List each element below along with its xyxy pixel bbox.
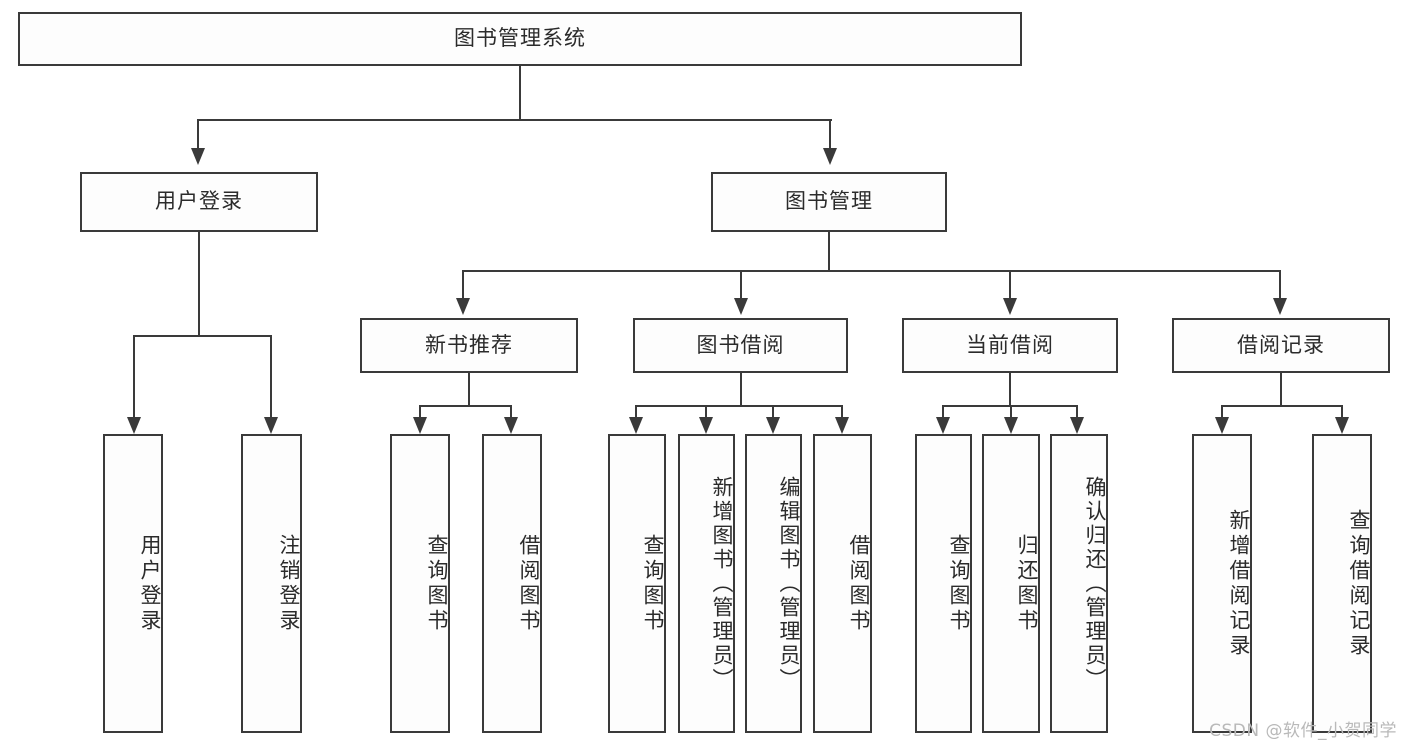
arrow-bb-to-leaf-1 bbox=[699, 417, 713, 434]
node-label: 借阅记录 bbox=[1237, 332, 1325, 357]
edge-root-to-book-management bbox=[829, 119, 831, 149]
node-label: 新增图书（管理员） bbox=[710, 475, 734, 692]
edge-borrow-record-stem bbox=[1280, 373, 1282, 406]
edge-cb-to-leaf-0 bbox=[942, 405, 944, 418]
leaf-book-borrow-edit-book-admin[interactable]: 编辑图书（管理员） bbox=[745, 434, 802, 733]
node-label: 查询图书 bbox=[947, 533, 971, 634]
edge-new-book-bus bbox=[419, 405, 512, 407]
edge-root-bus bbox=[197, 119, 832, 121]
node-book-borrow[interactable]: 图书借阅 bbox=[633, 318, 848, 373]
edge-new-book-stem bbox=[468, 373, 470, 406]
node-label: 归还图书 bbox=[1015, 533, 1039, 634]
arrow-new-book-to-leaf-0 bbox=[413, 417, 427, 434]
node-label: 编辑图书（管理员） bbox=[777, 475, 801, 692]
leaf-book-borrow-add-book-admin[interactable]: 新增图书（管理员） bbox=[678, 434, 735, 733]
edge-current-borrow-stem bbox=[1009, 373, 1011, 406]
node-book-management[interactable]: 图书管理 bbox=[711, 172, 947, 232]
leaf-user-login-login[interactable]: 用户登录 bbox=[103, 434, 163, 733]
edge-user-login-to-leaf-1 bbox=[270, 335, 272, 418]
arrow-bm-to-book-borrow bbox=[734, 298, 748, 315]
arrow-root-to-book-management bbox=[823, 148, 837, 165]
node-label: 图书管理系统 bbox=[454, 26, 586, 51]
arrow-br-to-leaf-1 bbox=[1335, 417, 1349, 434]
arrow-br-to-leaf-0 bbox=[1215, 417, 1229, 434]
leaf-borrow-record-query-record[interactable]: 查询借阅记录 bbox=[1312, 434, 1372, 733]
node-label: 查询借阅记录 bbox=[1347, 508, 1371, 659]
node-label: 用户登录 bbox=[138, 533, 162, 634]
edge-book-borrow-stem bbox=[740, 373, 742, 406]
arrow-user-login-to-leaf-1 bbox=[264, 417, 278, 434]
node-new-book-recommend[interactable]: 新书推荐 bbox=[360, 318, 578, 373]
node-label: 当前借阅 bbox=[966, 332, 1054, 357]
leaf-new-book-query-book[interactable]: 查询图书 bbox=[390, 434, 450, 733]
edge-new-book-to-leaf-0 bbox=[419, 405, 421, 418]
edge-root-stem bbox=[519, 66, 521, 120]
edge-bm-to-borrow-record bbox=[1279, 270, 1281, 299]
node-borrow-record[interactable]: 借阅记录 bbox=[1172, 318, 1390, 373]
leaf-borrow-record-add-record[interactable]: 新增借阅记录 bbox=[1192, 434, 1252, 733]
edge-user-login-bus bbox=[133, 335, 272, 337]
node-label: 用户登录 bbox=[155, 189, 243, 214]
edge-cb-to-leaf-1 bbox=[1010, 405, 1012, 418]
node-label: 借阅图书 bbox=[847, 533, 871, 634]
leaf-current-borrow-confirm-return-admin[interactable]: 确认归还（管理员） bbox=[1050, 434, 1108, 733]
edge-bb-to-leaf-0 bbox=[635, 405, 637, 418]
watermark: CSDN @软件_小贺同学 bbox=[1209, 721, 1397, 741]
edge-br-to-leaf-0 bbox=[1221, 405, 1223, 418]
edge-user-login-stem bbox=[198, 232, 200, 336]
edge-br-to-leaf-1 bbox=[1341, 405, 1343, 418]
node-label: 查询图书 bbox=[641, 533, 665, 634]
node-user-login[interactable]: 用户登录 bbox=[80, 172, 318, 232]
leaf-book-borrow-borrow-book[interactable]: 借阅图书 bbox=[813, 434, 872, 733]
arrow-bb-to-leaf-3 bbox=[835, 417, 849, 434]
edge-borrow-record-bus bbox=[1221, 405, 1342, 407]
edge-root-to-user-login bbox=[197, 119, 199, 149]
node-label: 注销登录 bbox=[277, 533, 301, 634]
edge-new-book-to-leaf-1 bbox=[510, 405, 512, 418]
arrow-bm-to-new-book bbox=[456, 298, 470, 315]
leaf-current-borrow-return-book[interactable]: 归还图书 bbox=[982, 434, 1040, 733]
arrow-bb-to-leaf-2 bbox=[766, 417, 780, 434]
node-label: 借阅图书 bbox=[517, 533, 541, 634]
arrow-cb-to-leaf-1 bbox=[1004, 417, 1018, 434]
node-label: 新书推荐 bbox=[425, 332, 513, 357]
edge-book-management-bus bbox=[462, 270, 1280, 272]
node-current-borrow[interactable]: 当前借阅 bbox=[902, 318, 1118, 373]
arrow-cb-to-leaf-2 bbox=[1070, 417, 1084, 434]
node-root-book-management-system[interactable]: 图书管理系统 bbox=[18, 12, 1022, 66]
leaf-book-borrow-query-book[interactable]: 查询图书 bbox=[608, 434, 666, 733]
node-label: 图书管理 bbox=[785, 189, 873, 214]
edge-user-login-to-leaf-0 bbox=[133, 335, 135, 418]
edge-bm-to-book-borrow bbox=[740, 270, 742, 299]
arrow-bb-to-leaf-0 bbox=[629, 417, 643, 434]
arrow-user-login-to-leaf-0 bbox=[127, 417, 141, 434]
arrow-root-to-user-login bbox=[191, 148, 205, 165]
node-label: 图书借阅 bbox=[696, 332, 785, 357]
edge-book-borrow-bus bbox=[635, 405, 843, 407]
edge-bb-to-leaf-2 bbox=[772, 405, 774, 418]
node-label: 查询图书 bbox=[425, 533, 449, 634]
leaf-user-login-logout[interactable]: 注销登录 bbox=[241, 434, 302, 733]
node-label: 确认归还（管理员） bbox=[1083, 475, 1107, 692]
edge-bb-to-leaf-3 bbox=[841, 405, 843, 418]
edge-bb-to-leaf-1 bbox=[705, 405, 707, 418]
leaf-new-book-borrow-book[interactable]: 借阅图书 bbox=[482, 434, 542, 733]
arrow-bm-to-current-borrow bbox=[1003, 298, 1017, 315]
leaf-current-borrow-query-book[interactable]: 查询图书 bbox=[915, 434, 972, 733]
arrow-cb-to-leaf-0 bbox=[936, 417, 950, 434]
edge-cb-to-leaf-2 bbox=[1076, 405, 1078, 418]
node-label: 新增借阅记录 bbox=[1227, 508, 1251, 659]
edge-bm-to-current-borrow bbox=[1009, 270, 1011, 299]
edge-book-management-stem bbox=[828, 232, 830, 271]
arrow-new-book-to-leaf-1 bbox=[504, 417, 518, 434]
arrow-bm-to-borrow-record bbox=[1273, 298, 1287, 315]
edge-bm-to-new-book bbox=[462, 270, 464, 299]
